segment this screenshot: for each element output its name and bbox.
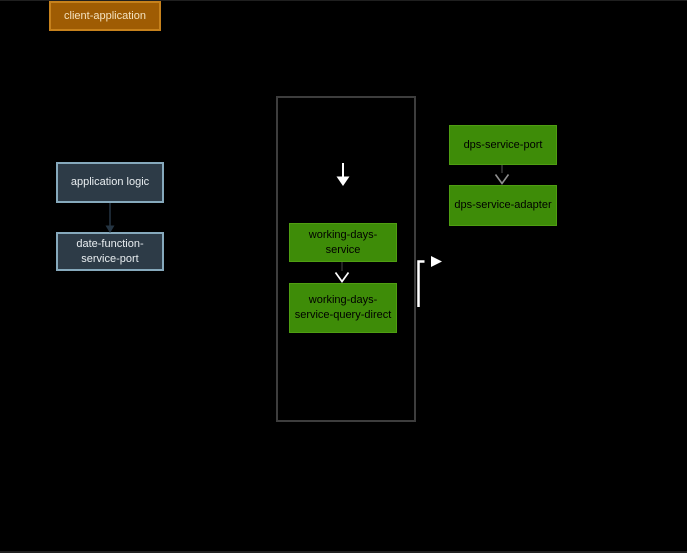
edge-application-logic-to-date-port-arrow: [105, 203, 115, 233]
node-working-days-service-query-direct: working-days-service-query-direct: [289, 283, 397, 333]
edge-dps-port-to-dps-adapter-arrow: [494, 165, 510, 185]
node-client-application: client-application: [49, 1, 161, 31]
window-edge-bottom: [0, 551, 687, 553]
window-edge-top: [0, 0, 687, 1]
edge-query-direct-out-right-arrow: [417, 256, 442, 307]
node-working-days-service: working-days-service: [289, 223, 397, 262]
node-date-function-service-port: date-function-service-port: [56, 232, 164, 271]
container-boundary-box: [276, 96, 416, 422]
node-application-logic: application logic: [56, 162, 164, 203]
node-dps-service-adapter: dps-service-adapter: [449, 185, 557, 226]
node-dps-service-port: dps-service-port: [449, 125, 557, 165]
